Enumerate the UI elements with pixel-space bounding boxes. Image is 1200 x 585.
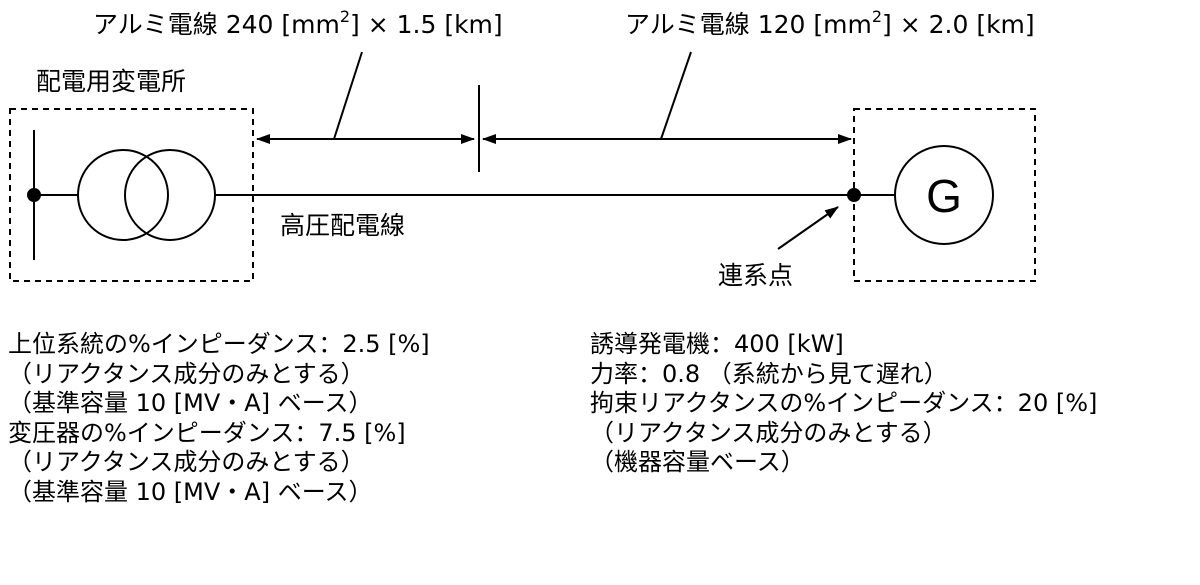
cable-right-leader [660,51,692,140]
substation-box [9,108,254,282]
note-locked-reactance: 拘束リアクタンスの%インピーダンス：20 [%] [590,389,1098,417]
connection-point-node [847,188,861,202]
generator-symbol: G [926,170,962,222]
note-base-capacity: （基準容量 10 [MV・A] ベース） [8,389,373,417]
substation-label: 配電用変電所 [36,67,186,96]
cable-left-label: アルミ電線 240 [mm2] × 1.5 [km] [93,7,503,39]
note-base-capacity: （基準容量 10 [MV・A] ベース） [8,477,373,506]
note-transformer-impedance: 変圧器の%インピーダンス：7.5 [%] [8,418,406,447]
transformer-icon [77,149,216,241]
note-reactance-only: （リアクタンス成分のみとする） [8,359,365,388]
note-power-factor: 力率：0.8 （系統から見て遅れ） [590,359,948,388]
note-upper-system-impedance: 上位系統の%インピーダンス：2.5 [%] [8,330,430,358]
generator-icon [894,145,994,245]
note-induction-generator: 誘導発電機：400 [kW] [590,330,844,358]
note-reactance-only: （リアクタンス成分のみとする） [590,418,947,447]
distribution-line-label: 高圧配電線 [280,211,405,240]
note-equipment-base: （機器容量ベース） [590,448,805,476]
note-reactance-only: （リアクタンス成分のみとする） [8,448,365,476]
notes-left: 上位系統の%インピーダンス：2.5 [%] （リアクタンス成分のみとする） （基… [8,330,430,507]
connection-point-leader [777,206,839,250]
cable-right-label: アルミ電線 120 [mm2] × 2.0 [km] [625,7,1035,39]
notes-right: 誘導発電機：400 [kW] 力率：0.8 （系統から見て遅れ） 拘束リアクタン… [590,330,1097,478]
connection-point-label: 連系点 [718,261,793,290]
cable-left-leader [333,51,363,140]
